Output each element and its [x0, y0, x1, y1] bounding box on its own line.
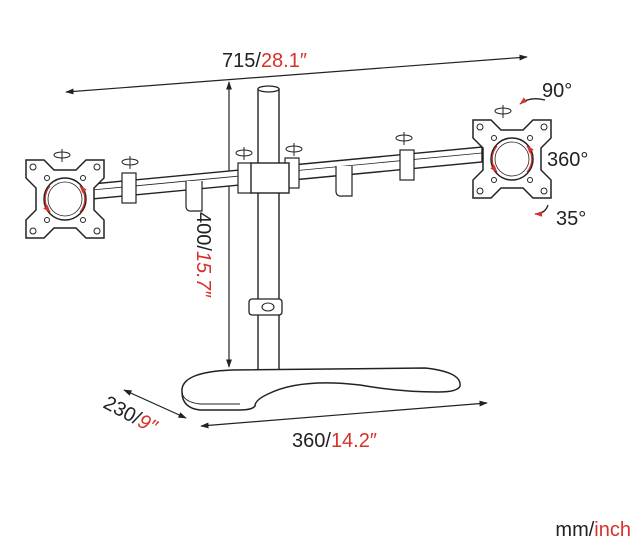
- base: [181, 367, 461, 411]
- right-vesa-plate-icon: [472, 119, 552, 199]
- rotate-arrow-icon: [53, 105, 512, 169]
- pole: [248, 85, 283, 372]
- base-width-dimension: 360/14.2″: [200, 400, 488, 452]
- base-depth-label: 230/9″: [100, 392, 162, 439]
- units-mm: mm: [555, 519, 589, 541]
- tilt-arrow-icon: [519, 97, 546, 105]
- swivel-arrow-icon: [534, 204, 549, 217]
- rotation-arrows: [519, 97, 549, 217]
- base-depth-dimension: 230/9″: [100, 389, 187, 439]
- height-dimension: 400/15.7″: [192, 81, 232, 368]
- units-separator: /: [588, 519, 595, 541]
- height-label: 400/15.7″: [192, 212, 214, 298]
- base-width-arrow-icon: [200, 400, 488, 429]
- units-legend: mm/inch: [555, 519, 631, 542]
- tilt-angle-label: 90°: [542, 80, 572, 102]
- rotate-angle-label: 360°: [547, 149, 588, 171]
- units-inch: inch: [594, 519, 631, 541]
- width-label: 715/28.1″: [222, 50, 307, 72]
- left-vesa-plate-icon: [25, 159, 105, 239]
- depth-dimension-arrow-icon: [123, 389, 187, 419]
- width-dimension: 715/28.1″: [65, 50, 528, 95]
- swivel-angle-label: 35°: [556, 208, 586, 230]
- width-dimension-arrow-icon: [65, 54, 528, 95]
- crossbar: [91, 146, 483, 212]
- base-width-label: 360/14.2″: [292, 430, 377, 452]
